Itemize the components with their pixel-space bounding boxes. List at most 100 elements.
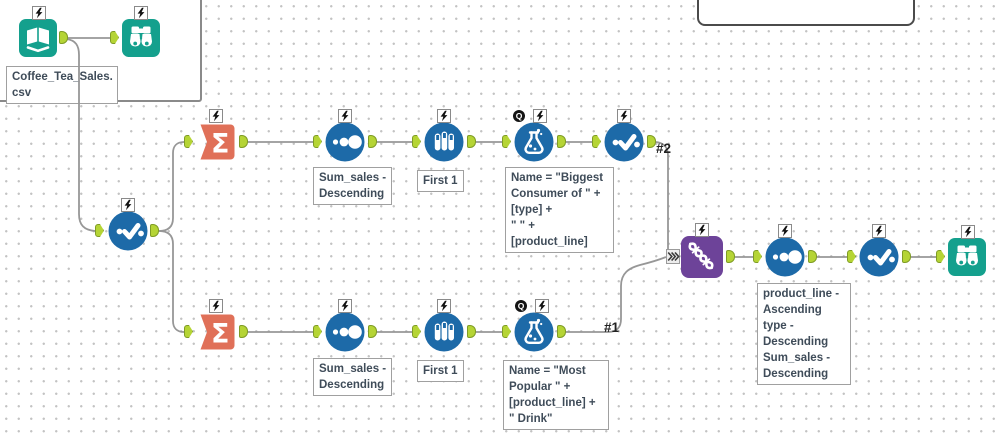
annotation-line: Descending [319, 188, 385, 200]
check-dots-icon [108, 211, 148, 251]
dna-strands-icon [681, 236, 723, 278]
binoculars-icon [948, 238, 986, 276]
input-anchor[interactable] [502, 135, 511, 148]
output-anchor[interactable] [467, 325, 476, 338]
tool-summarize-bottom[interactable] [196, 312, 236, 352]
output-anchor[interactable] [726, 250, 735, 263]
tool-sort-final[interactable] [765, 237, 805, 277]
connection[interactable] [158, 141, 185, 232]
annotation-line: Sum_sales - [319, 172, 387, 184]
tool-annotation-formula-bottom[interactable]: Name = "Most Popular " + [product_line] … [503, 360, 609, 430]
input-anchor[interactable] [502, 325, 511, 338]
tool-annotation-sort-bottom[interactable]: Sum_sales - Descending [313, 358, 393, 396]
annotation-line: Popular " + [509, 381, 571, 393]
output-anchor[interactable] [467, 135, 476, 148]
annotation-line: Descending [763, 368, 829, 380]
tool-sample-top[interactable] [424, 122, 464, 162]
lightning-bolt-icon [535, 299, 549, 313]
output-anchor[interactable] [647, 135, 656, 148]
q-badge: Q [513, 110, 525, 122]
comment-box[interactable] [697, 0, 915, 26]
annotation-line: Descending [763, 336, 829, 348]
annotation-line: " Drink" [509, 413, 553, 425]
tool-sort-bottom[interactable] [325, 312, 365, 352]
sigma-icon [196, 122, 236, 162]
tool-annotation-formula-top[interactable]: Name = "Biggest Consumer of " + [type] +… [505, 167, 614, 253]
output-anchor[interactable] [557, 325, 566, 338]
connection[interactable] [158, 230, 185, 333]
tool-annotation-input-file[interactable]: Coffee_Tea_Sales. csv [6, 66, 118, 104]
tool-browse-top[interactable] [122, 19, 160, 57]
output-anchor[interactable] [239, 325, 248, 338]
connection[interactable] [655, 141, 669, 249]
annotation-line: product_line - [763, 288, 840, 300]
tool-input-data[interactable] [19, 19, 57, 57]
tool-annotation-sort-final[interactable]: product_line - Ascending type - Descendi… [757, 283, 851, 385]
input-anchor[interactable] [313, 135, 322, 148]
growing-dots-icon [325, 312, 365, 352]
input-anchor[interactable] [753, 250, 762, 263]
connection[interactable] [65, 38, 96, 232]
input-anchor[interactable] [847, 250, 856, 263]
tool-formula-top[interactable] [514, 122, 554, 162]
connection[interactable] [566, 256, 667, 333]
output-anchor[interactable] [368, 325, 377, 338]
lightning-bolt-icon [872, 224, 886, 238]
multi-input-anchor[interactable] [666, 249, 680, 264]
lightning-bolt-icon [437, 109, 451, 123]
sigma-icon [196, 312, 236, 352]
lightning-bolt-icon [209, 109, 223, 123]
tool-browse-final[interactable] [948, 238, 986, 276]
output-anchor[interactable] [150, 224, 159, 237]
tool-sample-bottom[interactable] [424, 312, 464, 352]
output-anchor[interactable] [902, 250, 911, 263]
input-anchor[interactable] [412, 135, 421, 148]
annotation-line: Ascending [763, 304, 822, 316]
tool-union[interactable] [681, 236, 723, 278]
lightning-bolt-icon [338, 109, 352, 123]
annotation-line: [type] + [511, 204, 553, 216]
connection-number-label: #1 [604, 320, 620, 335]
annotation-line: Coffee_Tea_Sales. [12, 71, 113, 83]
lightning-bolt-icon [209, 299, 223, 313]
input-anchor[interactable] [184, 135, 193, 148]
lightning-bolt-icon [617, 109, 631, 123]
annotation-line: [product_line] + [509, 397, 596, 409]
annotation-line: Sum_sales - [319, 363, 387, 375]
input-anchor[interactable] [412, 325, 421, 338]
output-anchor[interactable] [59, 31, 68, 44]
book-icon [19, 19, 57, 57]
input-anchor[interactable] [95, 224, 104, 237]
tool-summarize-top[interactable] [196, 122, 236, 162]
output-anchor[interactable] [368, 135, 377, 148]
tool-formula-bottom[interactable] [514, 312, 554, 352]
tool-select-final[interactable] [859, 237, 899, 277]
output-anchor[interactable] [557, 135, 566, 148]
input-anchor[interactable] [936, 250, 945, 263]
growing-dots-icon [765, 237, 805, 277]
output-anchor[interactable] [239, 135, 248, 148]
lightning-bolt-icon [32, 6, 46, 20]
input-anchor[interactable] [313, 325, 322, 338]
annotation-line: Name = "Biggest [511, 172, 604, 184]
tool-annotation-sample-top[interactable]: First 1 [417, 170, 464, 192]
tool-annotation-sort-top[interactable]: Sum_sales - Descending [313, 167, 393, 205]
tool-sort-top[interactable] [325, 122, 365, 162]
annotation-line: Descending [319, 379, 385, 391]
q-badge: Q [515, 300, 527, 312]
annotation-line: Sum_sales - [763, 352, 831, 364]
tool-select-2[interactable] [604, 122, 644, 162]
tool-annotation-sample-bottom[interactable]: First 1 [417, 360, 464, 382]
annotation-line: type - [763, 320, 794, 332]
test-tubes-icon [424, 312, 464, 352]
annotation-line: csv [12, 87, 32, 99]
output-anchor[interactable] [808, 250, 817, 263]
annotation-line: First 1 [423, 365, 458, 377]
test-tubes-icon [424, 122, 464, 162]
input-anchor[interactable] [592, 135, 601, 148]
tool-select-1[interactable] [108, 211, 148, 251]
input-anchor[interactable] [110, 31, 119, 44]
input-anchor[interactable] [184, 325, 193, 338]
